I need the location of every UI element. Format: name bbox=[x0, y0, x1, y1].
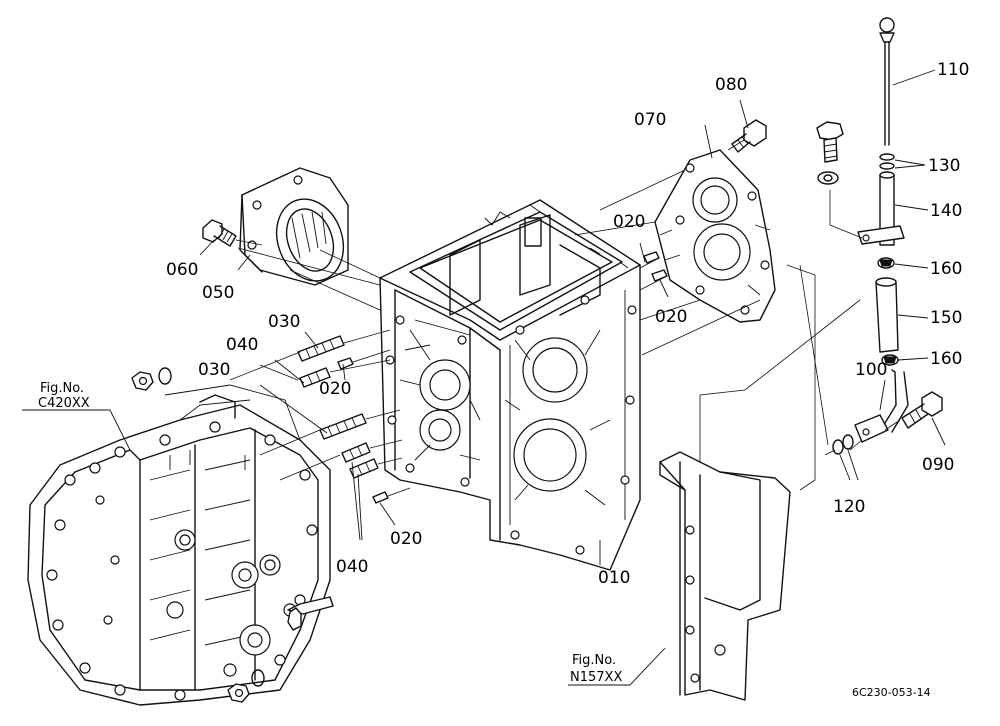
dowel-pins-020 bbox=[337, 251, 668, 504]
o-rings-120 bbox=[832, 434, 854, 455]
callout-150: 150 bbox=[930, 308, 962, 328]
front-transmission-case bbox=[27, 367, 334, 706]
stud-030-upper bbox=[297, 335, 345, 362]
callout-140: 140 bbox=[930, 201, 962, 221]
pin-040-lower bbox=[341, 442, 379, 479]
leader-lines bbox=[22, 69, 946, 686]
mounting-bracket bbox=[659, 451, 791, 701]
callout-160-upper: 160 bbox=[930, 259, 962, 279]
stud-030-lower bbox=[319, 413, 367, 440]
callout-060: 060 bbox=[166, 260, 198, 280]
cover-plate-070 bbox=[654, 149, 776, 323]
callout-130: 130 bbox=[928, 156, 960, 176]
hose-150 bbox=[875, 277, 899, 353]
callout-030-lower: 030 bbox=[198, 360, 230, 380]
callout-070: 070 bbox=[634, 110, 666, 130]
drawing-code: 6C230-053-14 bbox=[852, 686, 931, 699]
callout-030-upper: 030 bbox=[268, 312, 300, 332]
callout-010: 010 bbox=[598, 568, 630, 588]
dipstick-110 bbox=[879, 17, 895, 146]
bolt-090 bbox=[901, 391, 943, 429]
callout-040-lower: 040 bbox=[336, 557, 368, 577]
bolt-080 bbox=[731, 119, 767, 153]
guide-tube-140 bbox=[857, 171, 905, 246]
clamp-160-lower bbox=[881, 354, 899, 366]
assembly-guide-lines bbox=[229, 139, 901, 497]
callout-020-upper-right: 020 bbox=[613, 212, 645, 232]
fig-ref-n157-line1: Fig.No. bbox=[572, 653, 616, 668]
callout-160-lower: 160 bbox=[930, 349, 962, 369]
fig-ref-n157: Fig.No. N157XX bbox=[570, 653, 622, 685]
callout-080: 080 bbox=[715, 75, 747, 95]
fig-ref-c420: Fig.No. C420XX bbox=[38, 381, 90, 411]
o-rings-130 bbox=[879, 153, 895, 170]
callout-090: 090 bbox=[922, 455, 954, 475]
callout-120: 120 bbox=[833, 497, 865, 517]
clamp-160-upper bbox=[877, 257, 895, 269]
callout-020-lower: 020 bbox=[390, 529, 422, 549]
bolt-060 bbox=[202, 219, 237, 247]
bearing-holder-050 bbox=[239, 167, 349, 286]
fig-ref-n157-line2: N157XX bbox=[570, 670, 622, 685]
callout-110: 110 bbox=[937, 60, 969, 80]
fig-ref-c420-line1: Fig.No. bbox=[40, 381, 84, 396]
callout-020-center: 020 bbox=[319, 379, 351, 399]
callout-020-lower-right: 020 bbox=[655, 307, 687, 327]
plug-and-washer bbox=[816, 121, 844, 185]
callout-labels: 110 130 140 160 150 160 100 090 120 080 … bbox=[166, 60, 969, 588]
callout-100: 100 bbox=[855, 360, 887, 380]
callout-040-upper: 040 bbox=[226, 335, 258, 355]
fig-ref-c420-line2: C420XX bbox=[38, 396, 90, 411]
pin-040-upper bbox=[299, 367, 331, 388]
callout-050: 050 bbox=[202, 283, 234, 303]
pipe-100 bbox=[854, 369, 909, 443]
transmission-case-010 bbox=[379, 199, 641, 571]
